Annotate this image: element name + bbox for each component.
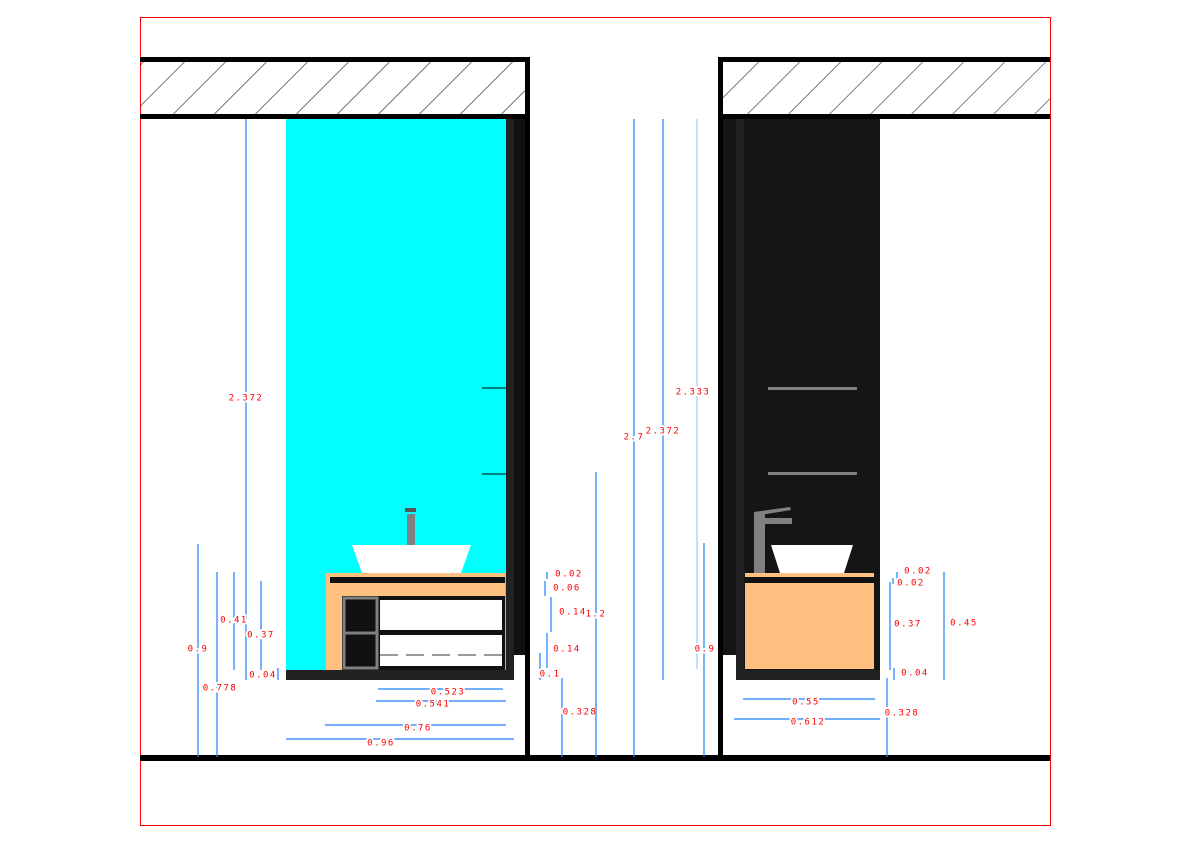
dimension-label: 0.778	[203, 684, 238, 694]
dimension-label: 0.14	[553, 645, 581, 655]
drawer-lower	[380, 635, 502, 666]
dimension-label: 0.06	[553, 584, 581, 594]
dimension-label: 2.333	[676, 388, 711, 398]
ceiling-slab-hatch-right	[723, 62, 1050, 114]
dimension-label: 0.328	[885, 709, 920, 719]
dimension-label: 0.37	[247, 631, 275, 641]
vanity-top-band	[330, 577, 505, 583]
vessel-sink	[352, 545, 471, 573]
dimension-label: 0.14	[559, 608, 587, 618]
dimension-label: 0.55	[792, 698, 820, 708]
dimension-label: 2.372	[229, 394, 264, 404]
dimension-label: 0.523	[431, 688, 466, 698]
dimension-label: 1.2	[586, 610, 607, 620]
shelf	[768, 472, 857, 475]
side-panel-dark	[514, 119, 525, 655]
dimension-label: 0.76	[404, 724, 432, 734]
floor-line	[140, 755, 1050, 761]
faucet	[754, 514, 765, 573]
dimension-label: 0.1	[540, 670, 561, 680]
dimension-label: 0.612	[791, 718, 826, 728]
faucet	[407, 514, 415, 545]
shelf	[768, 387, 857, 390]
base-plinth	[286, 670, 514, 680]
base-plinth	[736, 670, 880, 680]
vanity-top-band	[745, 577, 874, 583]
drawer-upper	[380, 600, 502, 630]
dimension-label: 0.9	[695, 645, 716, 655]
dimension-label: 2.372	[646, 427, 681, 437]
dimension-label: 0.328	[563, 708, 598, 718]
ceiling-top-line	[140, 57, 530, 62]
dimension-label: 0.45	[950, 619, 978, 629]
dimension-label: 0.541	[416, 700, 451, 710]
vanity-cabinet	[745, 573, 874, 669]
dimension-label: 0.02	[555, 570, 583, 580]
wall-left	[718, 57, 723, 759]
dimension-label: 0.37	[894, 620, 922, 630]
dimensions: 2.372 0.9 0.778 0.41 0.37 0.04 0.523 0.541 0.76 0…	[186, 119, 978, 757]
dimension-label: 0.96	[367, 739, 395, 749]
side-panel	[506, 119, 514, 670]
dimension-label: 0.41	[220, 616, 248, 626]
dimension-label: 0.02	[897, 579, 925, 589]
dimension-label: 0.04	[901, 669, 929, 679]
left-elevation	[140, 57, 530, 759]
ceiling-slab-hatch-left	[140, 62, 525, 114]
ceiling-bottom-line	[140, 114, 530, 119]
dimension-label: 2.7	[624, 433, 645, 443]
vessel-sink	[771, 545, 853, 573]
sheet-border	[140, 17, 1051, 826]
dimension-label: 0.04	[249, 671, 277, 681]
dimension-label: 0.02	[904, 567, 932, 577]
dimension-label: 0.9	[188, 645, 209, 655]
right-elevation	[718, 57, 1050, 759]
wall-right	[525, 57, 530, 759]
